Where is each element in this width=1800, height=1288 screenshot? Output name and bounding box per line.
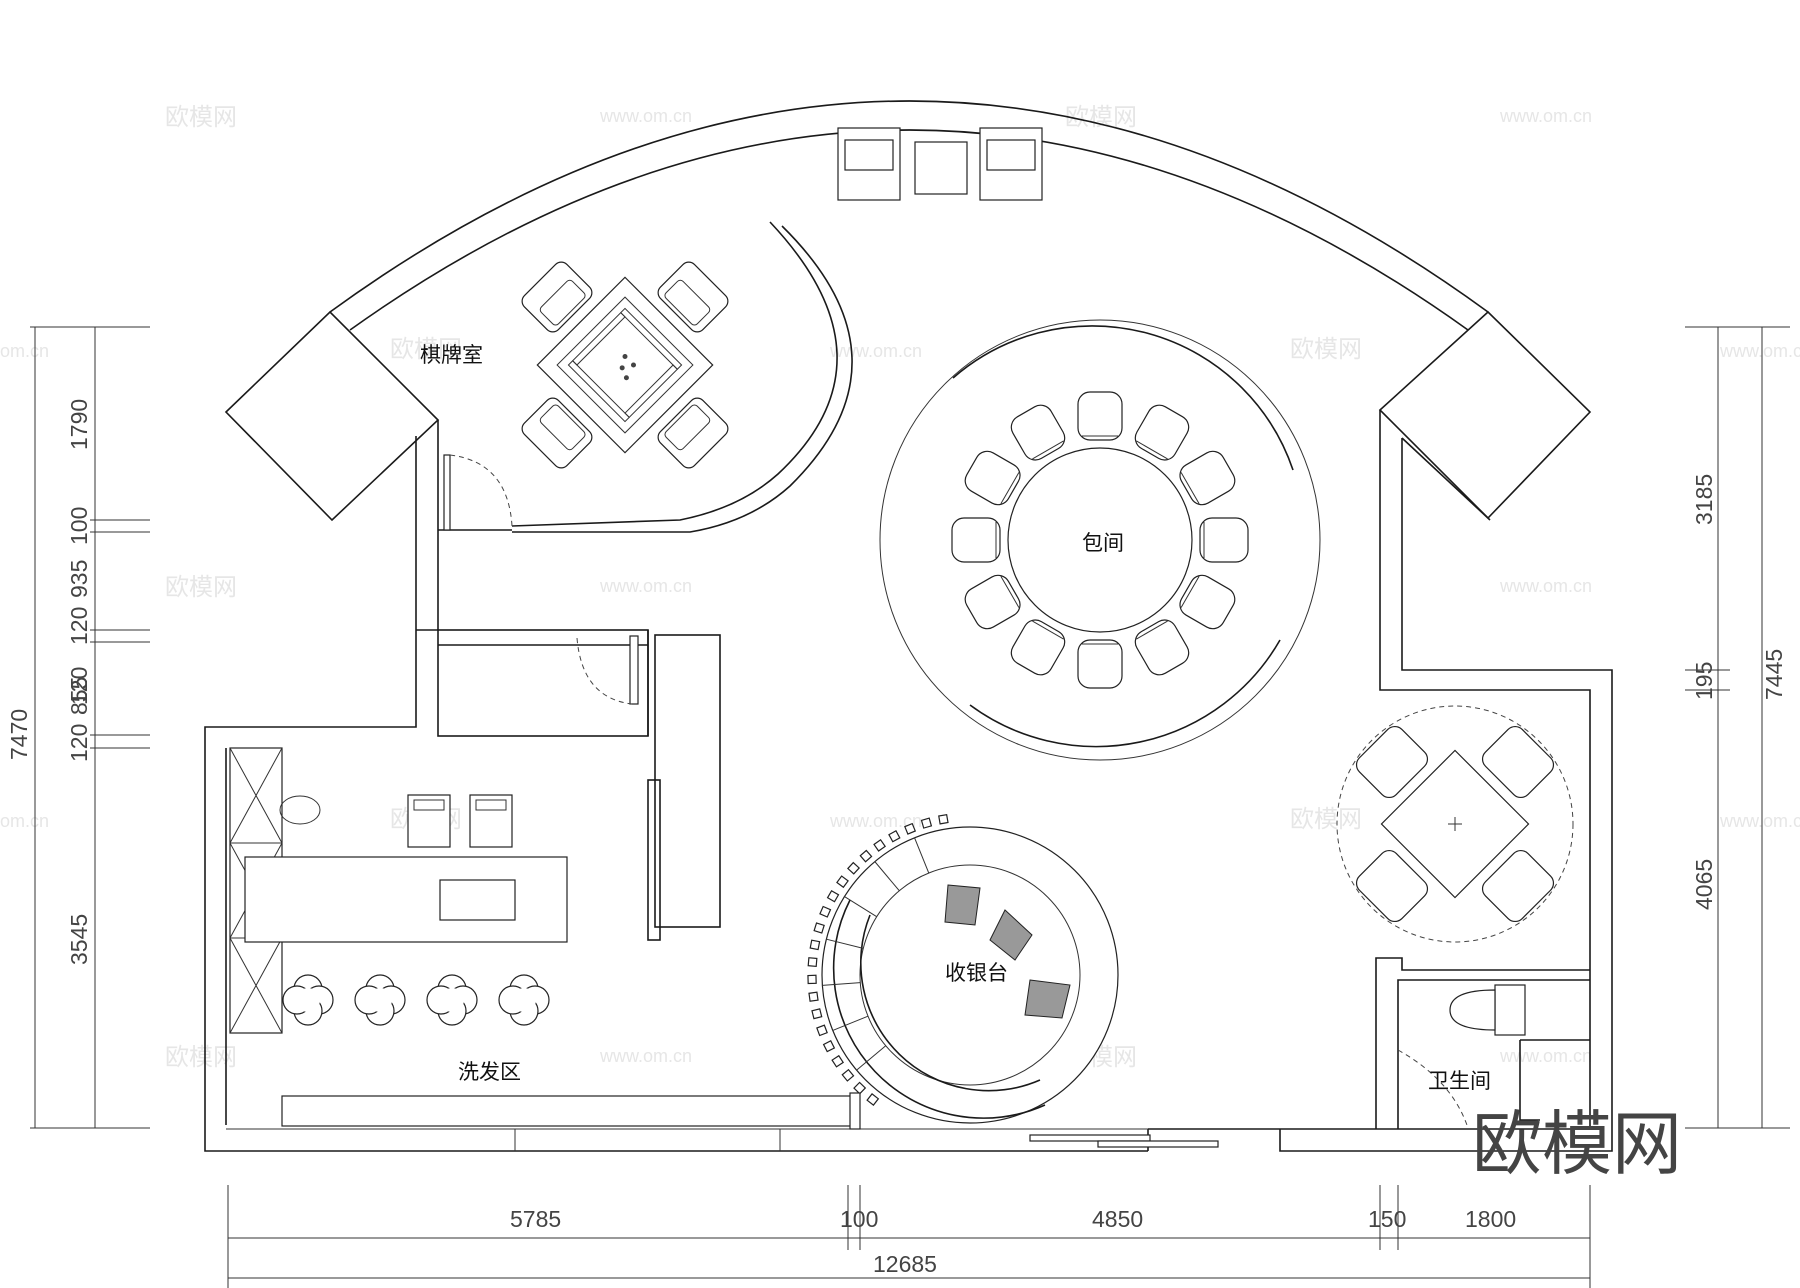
stool <box>354 974 406 1026</box>
watermark-url: www.om.cn <box>599 106 692 126</box>
dining-chair <box>1010 619 1066 676</box>
dim-bottom-4: 150 <box>1368 1206 1406 1232</box>
dining-chair <box>964 574 1021 630</box>
watermark-url: www.om.cn <box>1719 811 1800 831</box>
watermark-layer: 欧模网 www.om.cn 欧模网 www.om.cn om.cn 欧模网 ww… <box>0 103 1800 1071</box>
dining-chair <box>1077 391 1123 441</box>
cashier-counter <box>807 813 1119 1124</box>
watermark-url: www.om.cn <box>829 341 922 361</box>
watermark-text: 欧模网 <box>390 335 462 363</box>
watermark-text: 欧模网 <box>165 103 237 131</box>
dim-bottom-2: 100 <box>840 1206 878 1232</box>
stool <box>282 974 334 1026</box>
dimension-right: 3185 195 4065 7445 <box>1685 326 1790 1129</box>
watermark-logo: 欧模网 <box>1472 1103 1682 1185</box>
dim-bottom-1: 5785 <box>510 1206 561 1232</box>
label-restroom: 卫生间 <box>1428 1069 1491 1093</box>
watermark-url: www.om.cn <box>1499 106 1592 126</box>
dim-left-total: 7470 <box>6 709 32 760</box>
dining-chair <box>1179 574 1236 630</box>
dim-right-total: 7445 <box>1761 649 1787 700</box>
wash-area <box>229 747 861 1130</box>
dim-left-6: 855 <box>66 677 92 715</box>
dim-right-2: 195 <box>1691 662 1717 700</box>
watermark-url: www.om.cn <box>599 1046 692 1066</box>
dining-chair <box>1134 619 1190 676</box>
watermark-text: 欧模网 <box>165 1043 237 1071</box>
watermark-url: www.om.cn <box>1499 576 1592 596</box>
dim-bottom-3: 4850 <box>1092 1206 1143 1232</box>
dining-chair <box>1010 404 1066 461</box>
dining-chair <box>951 517 1001 563</box>
watermark-url: www.om.cn <box>599 576 692 596</box>
label-wash-area: 洗发区 <box>458 1060 521 1084</box>
dim-left-5: 120 <box>66 667 92 705</box>
dining-chair <box>1077 639 1123 689</box>
dim-left-3: 120 <box>66 607 92 645</box>
square-dining-table <box>1336 705 1574 943</box>
dim-left-4: 935 <box>66 560 92 598</box>
dim-bottom-5: 1800 <box>1465 1206 1516 1232</box>
dim-left-2: 100 <box>66 507 92 545</box>
watermark-text: 欧模网 <box>1065 103 1137 131</box>
dining-chair <box>1199 517 1249 563</box>
private-room-chairs <box>951 391 1249 689</box>
watermark-url: om.cn <box>0 811 49 831</box>
label-private-room: 包间 <box>1082 531 1124 555</box>
dimension-left: 1790 100 120 935 120 855 120 3545 7470 <box>6 326 150 1129</box>
dim-right-1: 3185 <box>1691 474 1717 525</box>
watermark-url: www.om.cn <box>829 811 922 831</box>
dim-right-3: 4065 <box>1691 859 1717 910</box>
watermark-url: om.cn <box>0 341 49 361</box>
dining-chair <box>964 450 1021 506</box>
stool <box>426 974 478 1026</box>
watermark-text: 欧模网 <box>1290 805 1362 833</box>
watermark-url: www.om.cn <box>1719 341 1800 361</box>
dim-left-7: 120 <box>66 724 92 762</box>
dimension-bottom: 5785 100 4850 150 1800 12685 <box>227 1185 1591 1288</box>
watermark-text: 欧模网 <box>165 573 237 601</box>
label-chess-room: 棋牌室 <box>420 343 483 367</box>
outer-walls <box>204 100 1613 1152</box>
lounge-seating <box>837 127 1043 201</box>
dim-left-8: 3545 <box>66 914 92 965</box>
label-cashier: 收银台 <box>945 961 1008 985</box>
toilet <box>1449 984 1526 1036</box>
watermark-text: 欧模网 <box>1290 335 1362 363</box>
interior-walls <box>437 221 1590 1148</box>
private-room <box>879 319 1321 761</box>
mahjong-table <box>521 261 729 469</box>
watermark-url: www.om.cn <box>1499 1046 1592 1066</box>
dining-chair <box>1134 404 1190 461</box>
dim-bottom-total: 12685 <box>873 1251 937 1277</box>
dim-left-1: 1790 <box>66 399 92 450</box>
dining-chair <box>1179 450 1236 506</box>
stool <box>498 974 550 1026</box>
